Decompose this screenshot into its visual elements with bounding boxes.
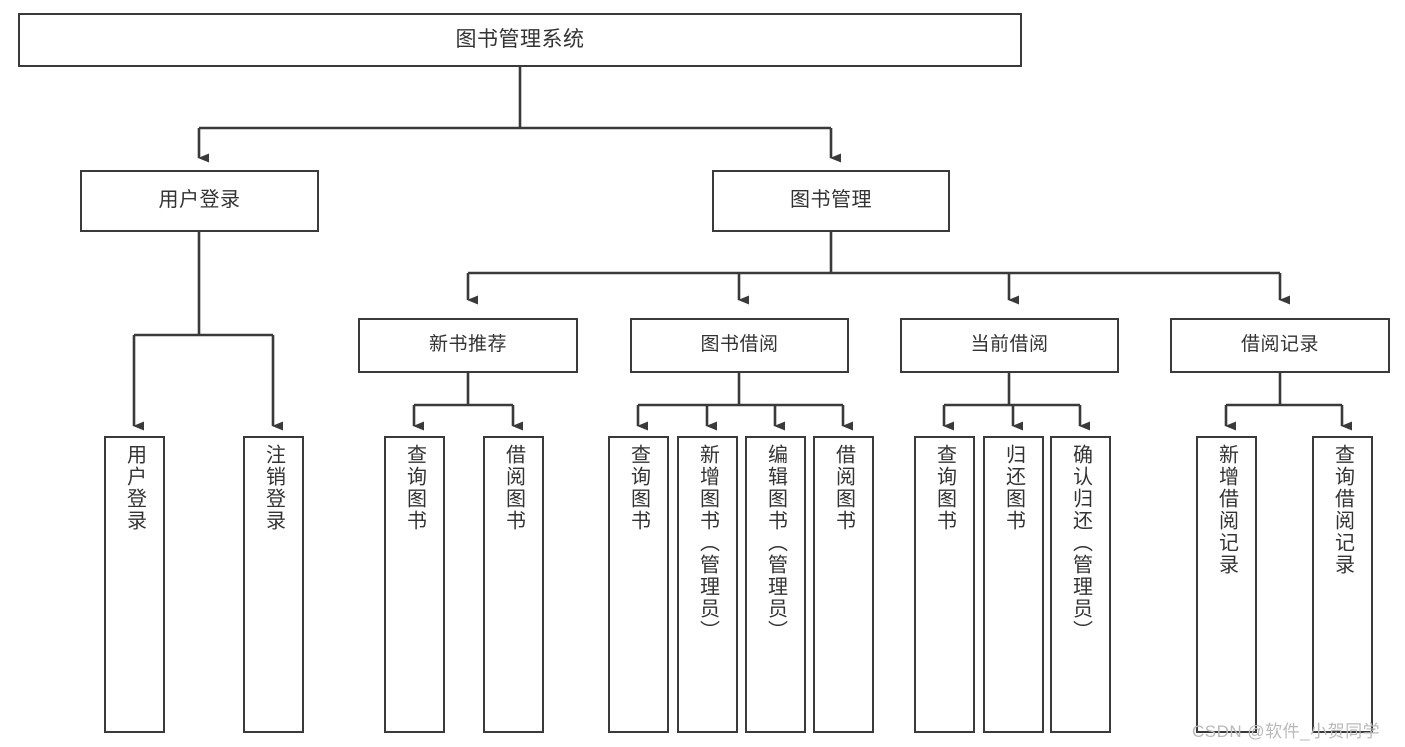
- leaf-current-return-book[interactable]: 归还图书: [983, 436, 1044, 733]
- leaf-borrow-add-book-admin[interactable]: 新增图书（管理员）: [677, 436, 738, 733]
- node-label: 借阅记录: [1240, 334, 1319, 356]
- node-label: 用户登录: [158, 189, 241, 212]
- node-label: 新增图书（管理员）: [696, 444, 719, 642]
- leaf-recommend-query-book[interactable]: 查询图书: [384, 436, 445, 733]
- node-label: 查询图书: [627, 444, 650, 532]
- node-label: 查询借阅记录: [1331, 444, 1354, 576]
- leaf-records-query-record[interactable]: 查询借阅记录: [1312, 436, 1373, 733]
- node-label: 确认归还（管理员）: [1069, 444, 1092, 642]
- node-book-management[interactable]: 图书管理: [712, 170, 950, 232]
- leaf-current-query-book[interactable]: 查询图书: [914, 436, 975, 733]
- node-label: 用户登录: [123, 444, 146, 532]
- leaf-borrow-edit-book-admin[interactable]: 编辑图书（管理员）: [745, 436, 806, 733]
- node-label: 借阅图书: [832, 444, 855, 532]
- leaf-recommend-borrow-book[interactable]: 借阅图书: [483, 436, 544, 733]
- node-label: 图书管理系统: [455, 27, 585, 51]
- node-label: 借阅图书: [502, 444, 525, 532]
- csdn-watermark: CSDN @软件_小贺同学: [1192, 722, 1381, 741]
- leaf-current-confirm-return-admin[interactable]: 确认归还（管理员）: [1050, 436, 1111, 733]
- leaf-borrow-borrow-book[interactable]: 借阅图书: [813, 436, 874, 733]
- node-label: 当前借阅: [970, 334, 1049, 356]
- leaf-borrow-query-book[interactable]: 查询图书: [608, 436, 669, 733]
- node-label: 编辑图书（管理员）: [764, 444, 787, 642]
- node-label: 新增借阅记录: [1215, 444, 1238, 576]
- node-label: 查询图书: [403, 444, 426, 532]
- node-label: 查询图书: [933, 444, 956, 532]
- node-borrow-records[interactable]: 借阅记录: [1170, 318, 1390, 373]
- node-label: 新书推荐: [428, 334, 507, 356]
- leaf-records-add-record[interactable]: 新增借阅记录: [1196, 436, 1257, 733]
- node-current-borrow[interactable]: 当前借阅: [900, 318, 1119, 373]
- node-label: 图书借阅: [700, 334, 779, 356]
- node-user-login[interactable]: 用户登录: [80, 170, 319, 232]
- node-book-borrow[interactable]: 图书借阅: [630, 318, 849, 373]
- leaf-user-logout[interactable]: 注销登录: [243, 436, 304, 733]
- node-root-book-management-system[interactable]: 图书管理系统: [18, 13, 1022, 67]
- leaf-user-login[interactable]: 用户登录: [104, 436, 165, 733]
- node-new-book-recommend[interactable]: 新书推荐: [358, 318, 578, 373]
- node-label: 注销登录: [262, 444, 285, 532]
- node-label: 图书管理: [790, 189, 872, 212]
- node-label: 归还图书: [1002, 444, 1025, 532]
